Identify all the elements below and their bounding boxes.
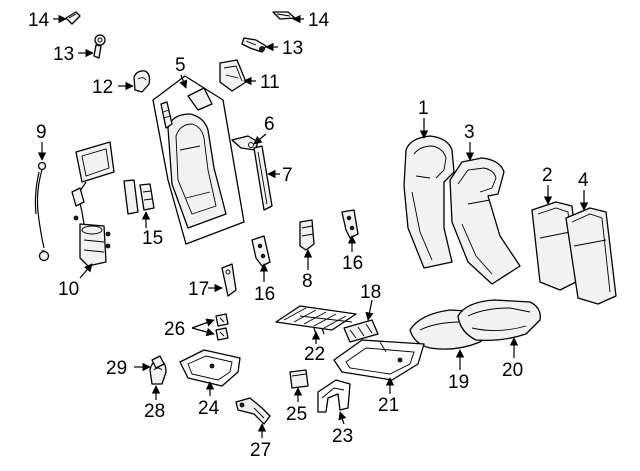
part-6-knob: [231, 135, 259, 151]
part-15-trim-strips: [123, 179, 155, 215]
callout-15: 15: [142, 228, 163, 249]
callout-10: 10: [58, 279, 79, 300]
callout-11: 11: [260, 72, 280, 93]
callout-6: 6: [264, 114, 275, 135]
callout-7: 7: [282, 165, 293, 186]
part-5-seatback-frame: [152, 75, 245, 245]
callout-28: 28: [144, 401, 165, 422]
callout-3: 3: [464, 122, 475, 143]
callout-26: 26: [164, 319, 185, 340]
part-14-left-clip: [65, 11, 81, 25]
callout-13-right: 13: [282, 38, 303, 59]
callout-17: 17: [188, 279, 209, 300]
callout-2: 2: [542, 165, 553, 186]
callout-29: 29: [106, 358, 127, 379]
part-1-seatback-cover: [403, 135, 455, 269]
callout-8: 8: [302, 271, 313, 292]
callout-9: 9: [36, 122, 47, 143]
callout-16-right: 16: [342, 253, 363, 274]
part-29-plug: [151, 355, 165, 369]
part-24-side-trim: [179, 349, 241, 387]
part-10-retractor-assembly: [71, 141, 115, 267]
callout-14-right: 14: [308, 10, 330, 31]
part-25-block: [289, 369, 309, 389]
callout-12: 12: [92, 77, 113, 98]
part-3-seatback-cushion: [449, 157, 521, 285]
part-21-seat-pan: [333, 339, 425, 381]
part-17-link: [221, 263, 237, 297]
leader-lines: [37, 14, 589, 438]
part-16-left-bracket: [251, 235, 271, 267]
callout-21: 21: [378, 395, 399, 416]
callout-5: 5: [175, 55, 186, 76]
part-12-cap: [133, 70, 151, 93]
part-27-cable-end: [235, 397, 271, 425]
part-14-right-clip: [272, 11, 296, 20]
part-26-clips: [215, 313, 229, 341]
part-11-cover: [219, 59, 247, 92]
callout-24: 24: [198, 398, 220, 419]
part-4-side-cushion: [565, 207, 617, 305]
part-18-pad: [343, 319, 379, 343]
callout-19: 19: [448, 372, 469, 393]
part-9-cable: [34, 161, 50, 262]
part-22-heater-mat: [275, 305, 357, 335]
callout-18: 18: [360, 282, 381, 303]
callout-13-left: 13: [53, 44, 74, 65]
callout-16-left: 16: [254, 284, 275, 305]
part-13-left-knob: [93, 34, 106, 59]
callout-4: 4: [578, 170, 589, 191]
part-7-bar: [253, 145, 273, 211]
callout-25: 25: [286, 404, 307, 425]
callout-20: 20: [502, 360, 523, 381]
part-20-seat-cover: [457, 299, 541, 342]
part-8-handle: [299, 219, 315, 251]
callout-1: 1: [418, 98, 429, 119]
callout-22: 22: [304, 344, 325, 365]
callout-23: 23: [332, 426, 353, 447]
part-16-right-bracket: [341, 209, 359, 239]
callout-27: 27: [250, 440, 271, 461]
callout-labels: 14 14 13 13 12 11 5 6 7 9 10 15 1 3 2 4 …: [28, 10, 589, 461]
part-23-bracket: [317, 379, 351, 413]
part-13-right-connector: [241, 37, 267, 53]
callout-14-left: 14: [28, 10, 50, 31]
